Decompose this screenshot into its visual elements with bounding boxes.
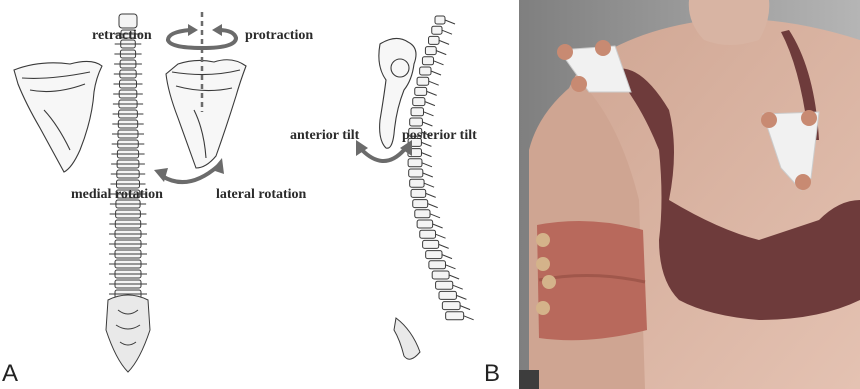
lateral-vertebra [436, 281, 453, 289]
spinous-process [429, 81, 439, 85]
label-anterior-tilt: anterior tilt [290, 128, 359, 144]
label-medial-rotation: medial rotation [71, 187, 163, 203]
lateral-vertebra [410, 179, 424, 187]
spinous-process [427, 91, 437, 95]
lateral-vertebra [410, 118, 423, 126]
spinous-process [428, 204, 438, 208]
lateral-vertebra [411, 108, 423, 116]
spinous-process [422, 163, 432, 167]
spinous-process [439, 244, 449, 248]
label-lateral-rotation: lateral rotation [216, 187, 306, 203]
label-posterior-tilt: posterior tilt [402, 128, 477, 144]
spinous-process [434, 61, 444, 65]
lateral-vertebra [442, 302, 460, 310]
spinous-process [424, 112, 434, 116]
lateral-vertebra [446, 312, 464, 320]
lateral-vertebra [417, 77, 429, 85]
lateral-vertebra [415, 87, 427, 95]
spinous-process [439, 40, 449, 44]
lateral-vertebra [411, 189, 426, 197]
spinous-process [464, 316, 474, 320]
spinous-process [456, 295, 466, 299]
lateral-vertebra [415, 210, 430, 218]
spinous-process [442, 255, 452, 259]
spinous-process [445, 20, 455, 24]
lateral-vertebra [420, 67, 431, 75]
lateral-vertebra [422, 57, 433, 65]
spinous-process [449, 275, 459, 279]
spinous-process [460, 306, 470, 310]
panel-a-anatomy: retraction protraction medial rotation l… [0, 0, 510, 389]
lateral-vertebra [420, 230, 436, 238]
lateral-vertebra [423, 240, 439, 248]
lateral-vertebra [439, 291, 456, 299]
spinous-process [436, 234, 446, 238]
lateral-vertebra [429, 261, 446, 269]
panel-letter-a: A [2, 360, 18, 388]
panel-b-photo [519, 0, 860, 389]
panel-letter-b: B [484, 360, 500, 388]
lateral-vertebra [408, 159, 422, 167]
label-retraction: retraction [92, 28, 152, 44]
lateral-vertebra [432, 26, 442, 34]
spinous-process [426, 193, 436, 197]
spinous-process [422, 122, 432, 126]
spinous-process [423, 173, 433, 177]
lateral-vertebra [417, 220, 433, 228]
tilt-arrow [362, 150, 404, 161]
lateral-vertebra [413, 98, 425, 106]
rotation-arrow [162, 166, 218, 182]
right-scapula [166, 60, 246, 168]
subject-photo [519, 0, 860, 389]
lateral-vertebra [429, 36, 440, 44]
spinous-process [430, 214, 440, 218]
spinous-process [425, 102, 435, 106]
lateral-vertebra [432, 271, 449, 279]
spinous-process [421, 153, 431, 157]
lateral-vertebra [435, 16, 445, 24]
lateral-vertebra [425, 47, 436, 55]
label-protraction: protraction [245, 28, 313, 44]
lateral-vertebra [409, 169, 423, 177]
spinous-process [445, 265, 455, 269]
spinous-process [433, 224, 443, 228]
spinous-process [431, 71, 441, 75]
spinous-process [442, 30, 452, 34]
spinous-process [424, 183, 434, 187]
lateral-vertebra [426, 251, 442, 259]
spinous-process [453, 285, 463, 289]
lateral-vertebra [413, 200, 428, 208]
left-scapula [14, 61, 102, 172]
spinous-process [436, 51, 446, 55]
